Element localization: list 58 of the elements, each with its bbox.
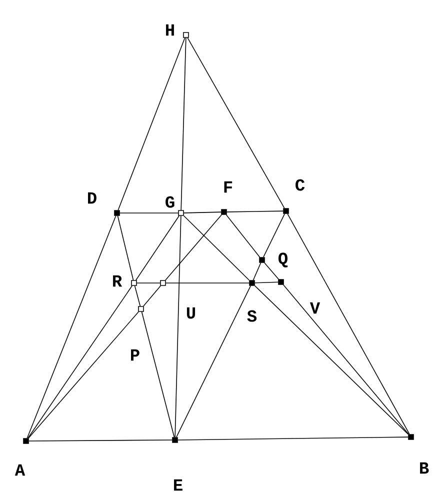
- node-label: E: [174, 479, 182, 491]
- labelled-point: C: [283, 179, 305, 214]
- node-label: U: [186, 307, 196, 319]
- line-segment: [287, 214, 410, 434]
- line-segment: [165, 214, 222, 280]
- node-label: S: [247, 310, 257, 322]
- labelled-point: V: [278, 279, 320, 314]
- labelled-point: B: [408, 434, 429, 474]
- line-segment: [117, 216, 134, 280]
- labelled-point: G: [166, 196, 184, 216]
- line-segment: [184, 215, 250, 281]
- line-segment: [252, 262, 262, 280]
- line-segment: [136, 216, 180, 280]
- line-segment: [120, 212, 178, 214]
- line-segment: [264, 262, 279, 280]
- labelled-point: U: [160, 280, 196, 319]
- node-label: V: [310, 302, 320, 314]
- line-segment: [28, 440, 172, 442]
- line-segment: [178, 436, 408, 440]
- labelled-point: H: [166, 24, 189, 38]
- labelled-point: Q: [259, 252, 288, 268]
- node-label: C: [296, 179, 305, 191]
- line-segment: [180, 38, 186, 210]
- line-segment: [254, 285, 408, 435]
- node-label: R: [113, 275, 122, 287]
- line-segment: [118, 38, 186, 210]
- line-segment: [263, 214, 285, 258]
- node-label: B: [420, 462, 429, 474]
- labelled-point: D: [88, 192, 120, 216]
- node-label: D: [88, 192, 96, 204]
- line-segment: [254, 282, 278, 284]
- line-segment: [176, 286, 251, 438]
- line-segment: [226, 210, 284, 212]
- line-segment: [26, 216, 116, 438]
- line-segment: [174, 216, 182, 438]
- node-label: G: [166, 196, 174, 208]
- line-segment: [166, 282, 250, 284]
- node-label: H: [166, 24, 174, 36]
- line-segment: [134, 286, 141, 306]
- node-label: A: [14, 464, 26, 476]
- line-segment: [226, 214, 260, 258]
- line-segment: [136, 282, 160, 284]
- line-segment: [184, 212, 222, 214]
- labelled-point: A: [14, 438, 29, 476]
- line-segment: [141, 312, 175, 438]
- line-segment: [28, 312, 139, 438]
- line-segment: [143, 286, 161, 306]
- line-segment: [187, 38, 285, 208]
- labelled-point: P: [131, 306, 144, 361]
- labelled-point: S: [247, 280, 257, 322]
- node-label: P: [131, 349, 140, 361]
- line-segment: [283, 284, 409, 434]
- labelled-point: E: [172, 437, 182, 491]
- labelled-point: R: [113, 275, 137, 287]
- line-segment: [28, 286, 132, 438]
- node-label: Q: [278, 252, 288, 268]
- node-label: F: [224, 181, 232, 193]
- labelled-point: F: [221, 181, 232, 215]
